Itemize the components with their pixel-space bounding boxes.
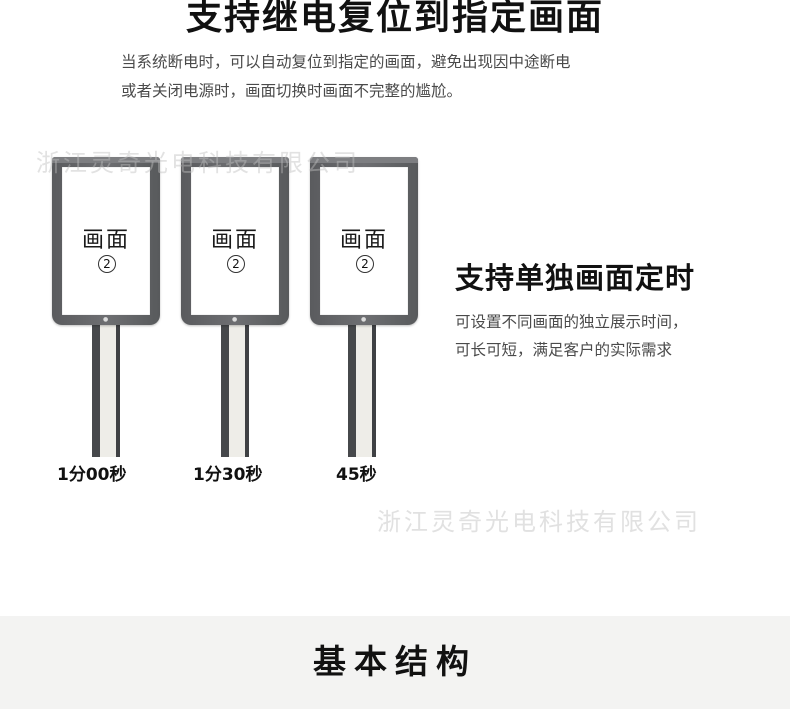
sign-frame: 画面 2 ● <box>310 157 418 325</box>
description-line: 当系统断电时，可以自动复位到指定的画面，避免出现因中途断电 <box>121 53 571 71</box>
sign-screen: 画面 2 <box>191 167 279 315</box>
screen-label: 画面 <box>339 228 388 253</box>
section-description-individual-timing: 可设置不同画面的独立展示时间， 可长可短，满足客户的实际需求 <box>455 308 688 364</box>
logo-icon: ● <box>232 316 238 323</box>
sign-screen: 画面 2 <box>62 167 150 315</box>
description-line: 或者关闭电源时，画面切换时画面不完整的尴尬。 <box>121 82 463 100</box>
section-title-individual-timing: 支持单独画面定时 <box>455 261 696 295</box>
section-description-relay-reset: 当系统断电时，可以自动复位到指定的画面，避免出现因中途断电 或者关闭电源时，画面… <box>121 48 571 106</box>
time-label-2: 1分30秒 <box>193 465 263 485</box>
sign-pole <box>92 325 121 457</box>
sign-screen: 画面 2 <box>320 167 408 315</box>
time-label-1: 1分00秒 <box>57 465 127 485</box>
screen-label: 画面 <box>81 228 130 253</box>
time-label-3: 45秒 <box>336 465 377 485</box>
section-header-band: 基本结构 <box>0 616 790 709</box>
sign-frame: 画面 2 ● <box>52 157 160 325</box>
section-title-relay-reset: 支持继电复位到指定画面 <box>185 0 604 38</box>
screen-label: 画面 <box>210 228 259 253</box>
sign-pole <box>221 325 250 457</box>
sign-pole <box>348 325 377 457</box>
section-header-title: 基本结构 <box>313 642 477 681</box>
screen-number-badge: 2 <box>98 255 116 273</box>
screen-number-badge: 2 <box>227 255 245 273</box>
watermark-text: 浙江灵奇光电科技有限公司 <box>36 149 360 177</box>
description-line: 可长可短，满足客户的实际需求 <box>455 341 673 359</box>
logo-icon: ● <box>361 316 367 323</box>
logo-icon: ● <box>103 316 109 323</box>
watermark-text: 浙江灵奇光电科技有限公司 <box>377 508 701 536</box>
sign-frame: 画面 2 ● <box>181 157 289 325</box>
screen-number-badge: 2 <box>356 255 374 273</box>
description-line: 可设置不同画面的独立展示时间， <box>455 313 688 331</box>
